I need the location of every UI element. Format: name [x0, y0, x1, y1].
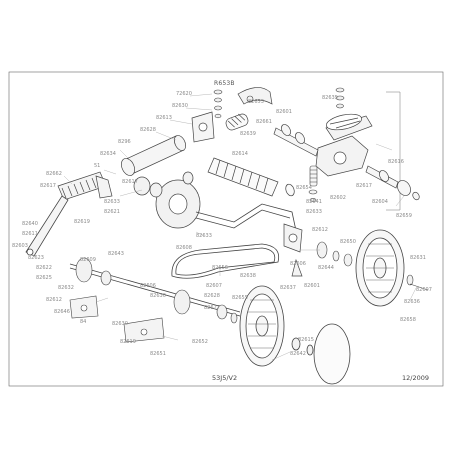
axle-bushings	[75, 257, 238, 324]
callout-label: 82632	[58, 285, 74, 291]
wheel-cover	[291, 323, 351, 385]
callout-label: 82617	[122, 179, 138, 185]
callout-label: 82661	[256, 119, 272, 125]
callout-label: 82640	[22, 221, 38, 227]
handle-bracket	[237, 87, 273, 105]
spring-pins	[308, 165, 318, 202]
callout-label: 82646	[54, 309, 70, 315]
callout-label: 82630	[172, 103, 188, 109]
callout-label: 82630	[150, 293, 166, 299]
height-lever	[25, 195, 69, 257]
upper-handle-bar	[195, 203, 299, 241]
rear-axle	[69, 263, 241, 317]
callout-label: 51	[94, 163, 101, 169]
callout-label: 82659	[396, 213, 412, 219]
callout-label: 82627	[204, 305, 220, 311]
callout-label: 82622	[36, 265, 52, 271]
callout-label: 82633	[196, 233, 212, 239]
callout-label: 82641	[306, 199, 322, 205]
callout-label: 82653	[248, 99, 264, 105]
callout-label: 82606	[290, 261, 306, 267]
callout-label: 82628	[140, 127, 156, 133]
callout-label: 82662	[46, 171, 62, 177]
drive-pulley	[133, 171, 201, 229]
callout-bracket	[386, 91, 401, 211]
coil-spring-large	[207, 157, 295, 197]
callout-label: 82633	[306, 209, 322, 215]
callout-label: 82611	[22, 231, 38, 237]
callout-label: 82609	[80, 257, 96, 263]
leader-lines	[63, 93, 417, 361]
front-axle-parts	[316, 241, 429, 291]
callout-label: 82636	[404, 299, 420, 305]
callout-label: 82630	[112, 321, 128, 327]
callout-label: 82616	[388, 159, 404, 165]
callout-label: 82603	[12, 243, 28, 249]
callout-label: 82635	[322, 95, 338, 101]
callout-label: 82654	[296, 185, 312, 191]
callout-label: 82644	[318, 265, 334, 271]
callout-label: 82604	[372, 199, 388, 205]
callout-label: 82612	[312, 227, 328, 233]
drawing-frame	[8, 71, 444, 387]
callout-label: 82633	[104, 199, 120, 205]
callout-label: 82619	[74, 219, 90, 225]
callout-label: 82602	[330, 195, 346, 201]
callout-label: 82625	[36, 275, 52, 281]
adjuster-plates	[69, 295, 165, 343]
callout-label: 82612	[46, 297, 62, 303]
gearbox-small-parts	[335, 87, 345, 109]
callout-label: 82655	[232, 295, 248, 301]
wheel-bracket	[283, 223, 303, 277]
front-grip	[57, 171, 113, 201]
drive-belt	[171, 243, 280, 279]
callout-label: 8296	[118, 139, 131, 145]
callout-label: 82631	[410, 255, 426, 261]
callout-label: 82615	[298, 337, 314, 343]
model-code: R653B	[214, 80, 235, 87]
callout-label: 82619	[120, 339, 136, 345]
callout-label: 82650	[340, 239, 356, 245]
callout-label: 82617	[40, 183, 56, 189]
callout-label: 84	[80, 319, 87, 325]
callout-label: 82623	[28, 255, 44, 261]
drive-roller	[121, 135, 187, 176]
callout-label: 82656	[212, 265, 228, 271]
callout-label: 82614	[232, 151, 248, 157]
callout-label: 82642	[290, 351, 306, 357]
callout-label: 82601	[276, 109, 292, 115]
callout-label: 82651	[150, 351, 166, 357]
callout-label: 82606	[140, 283, 156, 289]
callout-label: 82634	[100, 151, 116, 157]
callout-label: 82617	[356, 183, 372, 189]
callout-label: 82652	[192, 339, 208, 345]
front-wheel	[355, 229, 405, 307]
callout-label: 82607	[416, 287, 432, 293]
fastener-stack	[213, 89, 223, 119]
drawing-date: 12/2009	[402, 374, 430, 382]
rear-wheel	[239, 285, 285, 367]
gearbox	[315, 113, 373, 177]
callout-label: 72620	[176, 91, 192, 97]
callout-label: 82643	[108, 251, 124, 257]
callout-label: 82639	[240, 131, 256, 137]
callout-label: 82613	[156, 115, 172, 121]
drawing-reference: 53J5/V2	[212, 374, 238, 382]
callout-label: 82621	[104, 209, 120, 215]
callout-label: 82601	[304, 283, 320, 289]
callout-label: 82658	[400, 317, 416, 323]
callout-label: 82628	[204, 293, 220, 299]
callout-label: 82607	[206, 283, 222, 289]
handle-clamp	[191, 111, 215, 143]
callout-label: 82608	[176, 245, 192, 251]
drive-shaft	[273, 124, 420, 201]
callout-label: 82638	[240, 273, 256, 279]
callout-label: 82637	[280, 285, 296, 291]
coil-spring-top	[225, 113, 249, 131]
